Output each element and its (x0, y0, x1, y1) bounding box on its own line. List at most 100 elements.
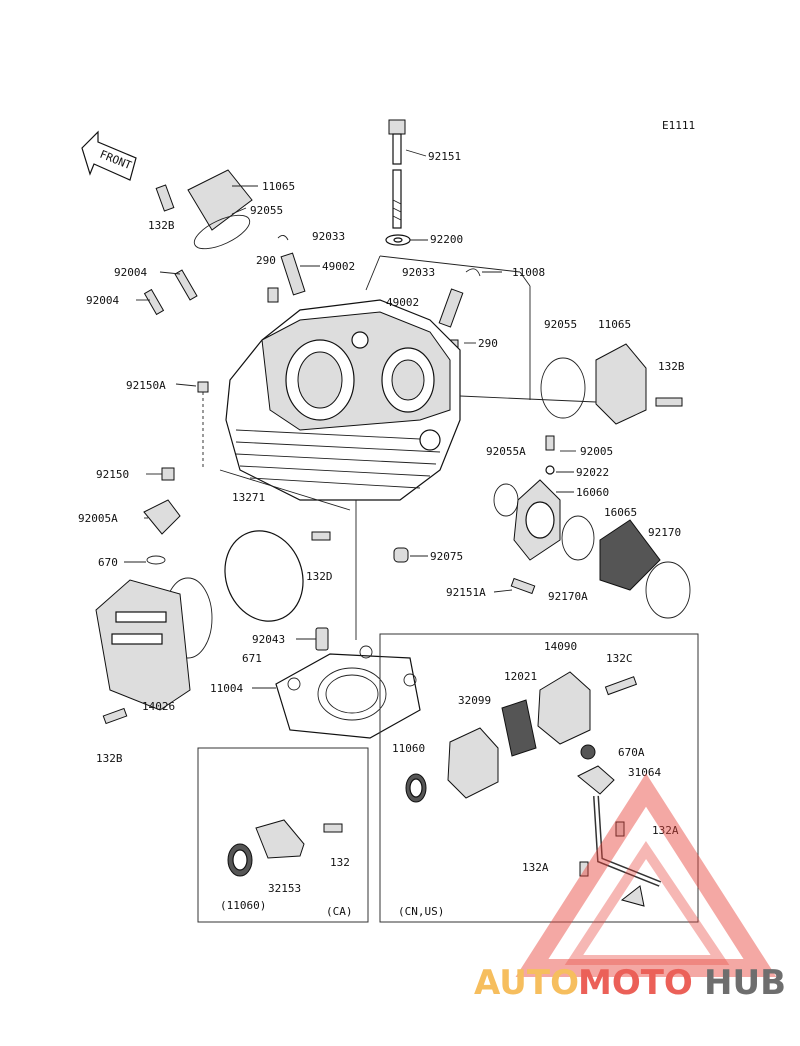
valve-guide-49002-b (438, 288, 464, 328)
label-14090: 14090 (544, 640, 577, 653)
label-32099: 32099 (458, 694, 491, 707)
bolt-132B-bot (102, 707, 128, 725)
leader-lines (124, 149, 597, 689)
label-92004-b: 92004 (86, 294, 119, 307)
label-92033-b: 92033 (402, 266, 435, 279)
label-132A-2: 132A (522, 861, 549, 874)
gasket-92055 (540, 357, 586, 419)
watermark-part2: MOTO (578, 963, 693, 1003)
label-92005A: 92005A (78, 512, 118, 525)
bolt-132A-1 (615, 821, 625, 837)
oring-670A (580, 744, 596, 760)
valve-12021 (501, 699, 537, 757)
label-290-b: 290 (478, 337, 498, 350)
label-11065-r: 11065 (598, 318, 631, 331)
bolt-92151A (510, 577, 536, 595)
label-92170: 92170 (648, 526, 681, 539)
front-arrow-icon: FRONT (81, 130, 137, 181)
label-92055-top: 92055 (250, 204, 283, 217)
label-32153: 32153 (268, 882, 301, 895)
bolt-132C (604, 676, 638, 696)
label-ca: (CA) (326, 905, 353, 918)
clamp-92170 (645, 561, 691, 619)
bolt-92150 (161, 467, 175, 481)
bolt-132 (323, 823, 343, 833)
washer-92022 (545, 465, 555, 475)
clip-92033 (465, 268, 481, 277)
side-cover-11065 (595, 343, 647, 425)
label-11004: 11004 (210, 682, 243, 695)
label-92151A: 92151A (446, 586, 486, 599)
bolt-92150A (197, 381, 209, 393)
stud-bolt-92151 (388, 119, 406, 229)
bolt-132A-2 (579, 861, 589, 877)
label-132B-bot: 132B (96, 752, 123, 765)
label-92022: 92022 (576, 466, 609, 479)
fitting-92005A (143, 499, 181, 535)
label-92150A: 92150A (126, 379, 166, 392)
plug-290 (267, 287, 279, 303)
label-92055A: 92055A (486, 445, 526, 458)
clamp-92170A (561, 515, 595, 561)
label-13271: 13271 (232, 491, 265, 504)
label-31064: 31064 (628, 766, 661, 779)
label-92151: 92151 (428, 150, 461, 163)
stud-92004-b (143, 288, 165, 316)
label-92043: 92043 (252, 633, 285, 646)
label-11060-ca: (11060) (220, 899, 266, 912)
plate-32099 (447, 727, 499, 799)
oring-670 (146, 555, 166, 565)
watermark-logo: AUTO MOTO HUB (474, 773, 786, 1003)
dowel-92043 (315, 627, 329, 651)
label-670: 670 (98, 556, 118, 569)
diagram-code: E1111 (662, 119, 695, 132)
cylinder-head-11008 (225, 299, 461, 501)
label-132B-r: 132B (658, 360, 685, 373)
inset-ca-box (197, 747, 369, 923)
joint-16065 (599, 519, 661, 591)
label-16060: 16060 (576, 486, 609, 499)
oring-92055A (493, 483, 519, 517)
head-gasket-11004 (275, 653, 421, 739)
label-92033-top: 92033 (312, 230, 345, 243)
watermark-part3: HUB (704, 963, 786, 1003)
fitting-92005 (545, 435, 555, 451)
dowel-92075 (393, 547, 409, 563)
cover-14026 (95, 579, 191, 711)
valve-guide-49002 (280, 252, 306, 296)
label-670A: 670A (618, 746, 645, 759)
label-132C: 132C (606, 652, 633, 665)
bolt-132B-r (655, 397, 683, 407)
flange-31064 (577, 765, 615, 795)
label-92075: 92075 (430, 550, 463, 563)
label-11065-top: 11065 (262, 180, 295, 193)
part-labels: 92151 11065 132B 92055 92033 92200 290 4… (78, 150, 685, 918)
label-49002-b: 49002 (386, 296, 419, 309)
label-92170A: 92170A (548, 590, 588, 603)
label-92004-a: 92004 (114, 266, 147, 279)
label-132B-top: 132B (148, 219, 175, 232)
holder-14090 (537, 671, 591, 745)
inset-cnus-box (379, 633, 699, 923)
stud-92004-a (174, 269, 198, 301)
label-92055-r: 92055 (544, 318, 577, 331)
label-11060-r: 11060 (392, 742, 425, 755)
water-pipe-32153 (255, 819, 305, 859)
label-92005: 92005 (580, 445, 613, 458)
label-12021: 12021 (504, 670, 537, 683)
label-16065: 16065 (604, 506, 637, 519)
label-671: 671 (242, 652, 262, 665)
label-132D: 132D (306, 570, 333, 583)
label-cnus: (CN,US) (398, 905, 444, 918)
valve-cover-top (155, 169, 253, 250)
label-132A-1: 132A (652, 824, 679, 837)
watermark-part1: AUTO (474, 963, 579, 1003)
label-49002-top: 49002 (322, 260, 355, 273)
label-290-top: 290 (256, 254, 276, 267)
label-132: 132 (330, 856, 350, 869)
label-14026: 14026 (142, 700, 175, 713)
gasket-13271 (224, 530, 304, 622)
label-92150: 92150 (96, 468, 129, 481)
